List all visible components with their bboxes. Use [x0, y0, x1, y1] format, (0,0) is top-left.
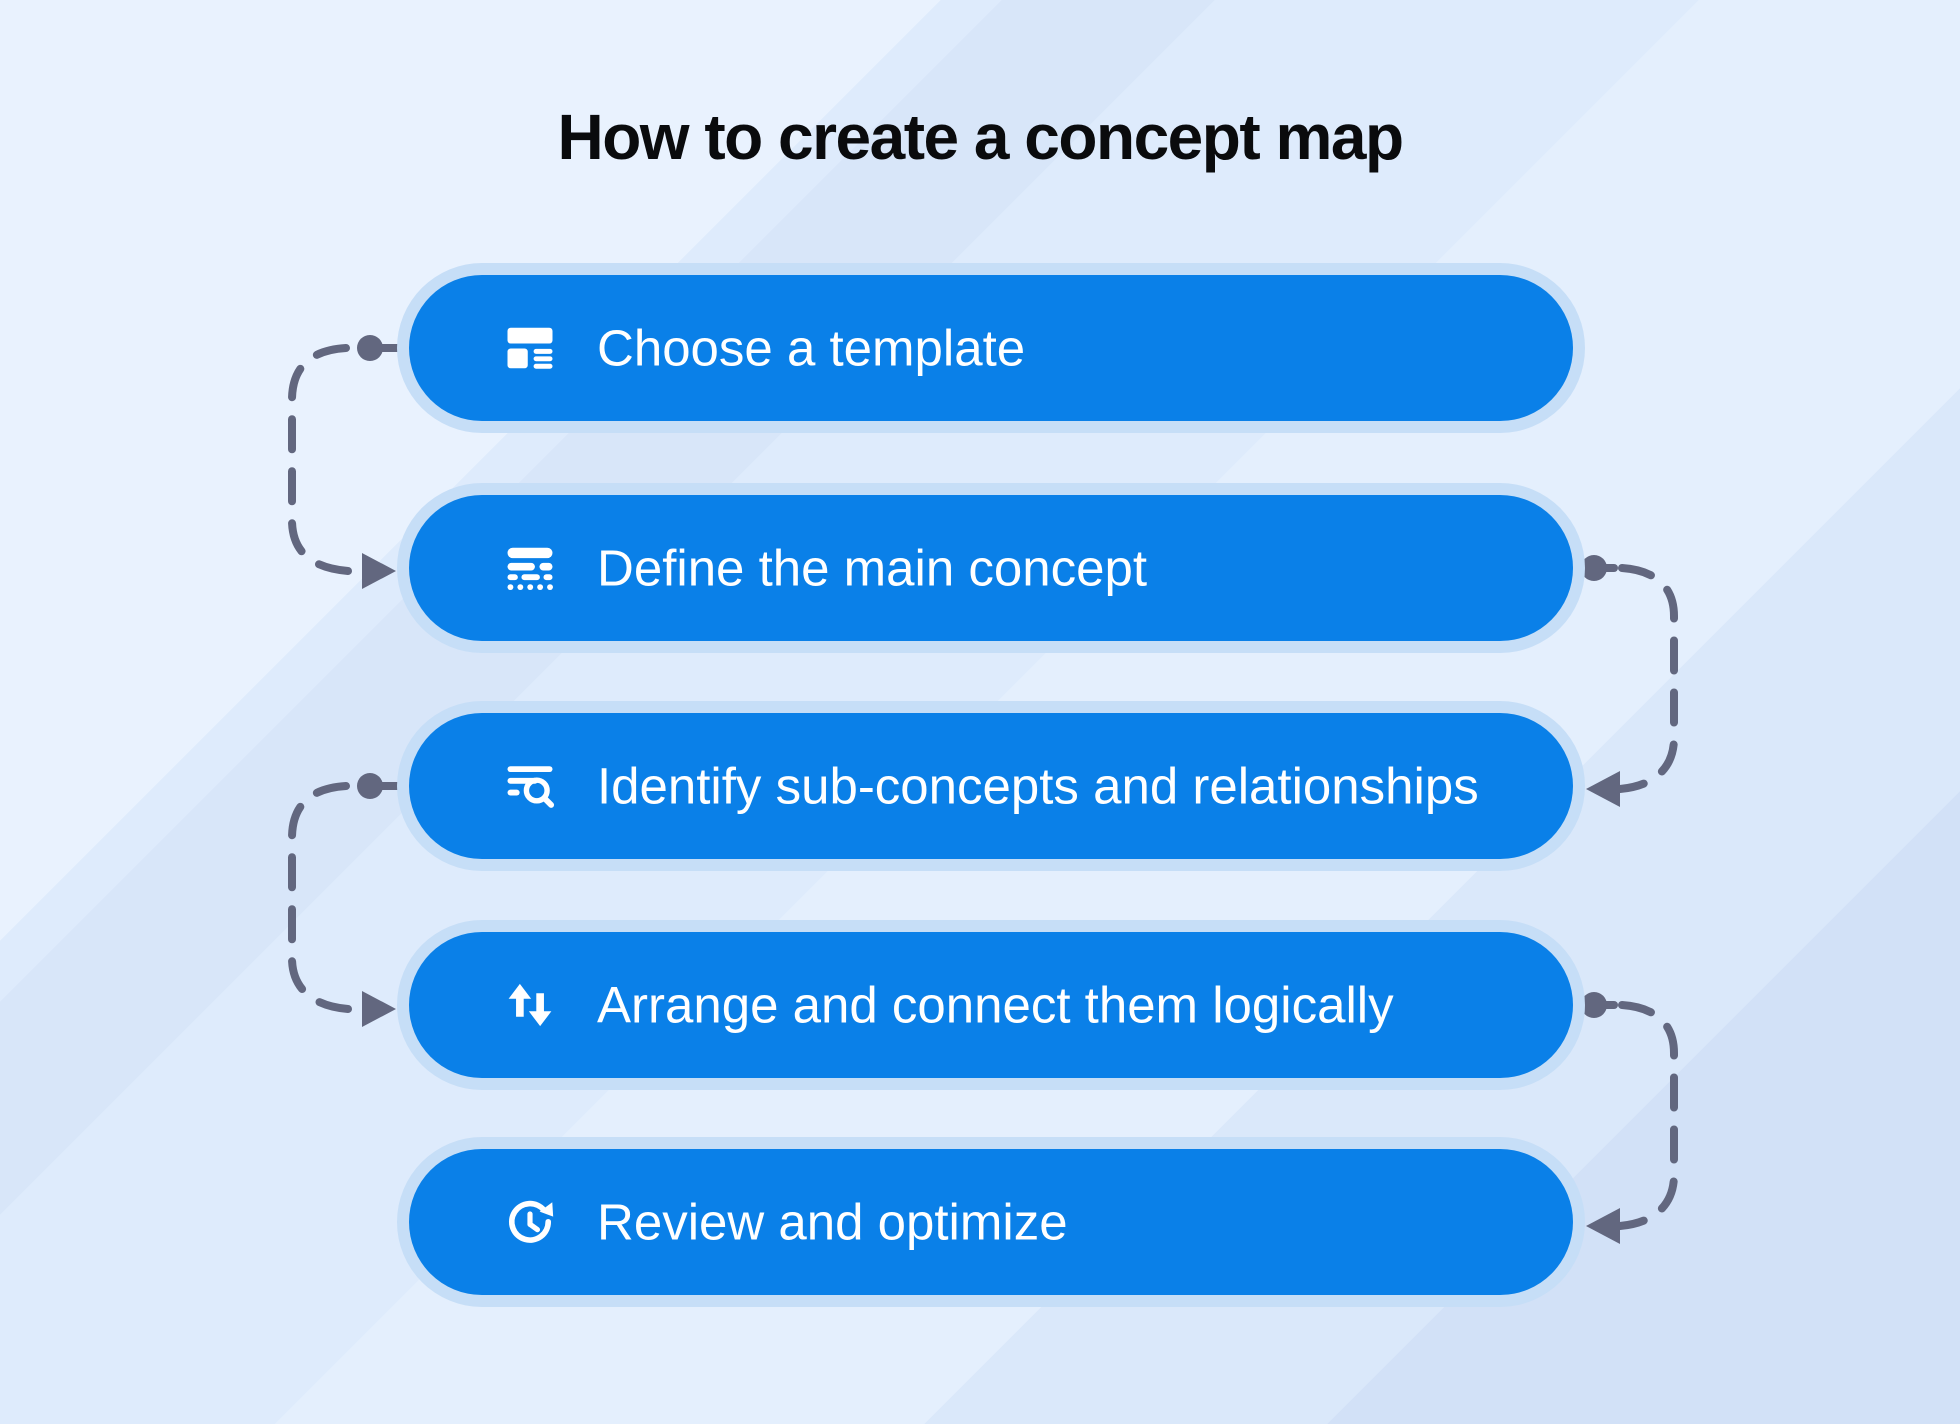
step-choose-a-template: Choose a template [409, 275, 1573, 421]
swap-vertical-arrows-icon [503, 978, 557, 1032]
text-lines-icon [503, 541, 557, 595]
connector-arrowhead [362, 553, 396, 589]
step-identify-sub-concepts: Identify sub-concepts and relationships [409, 713, 1573, 859]
connector-arrowhead [1586, 771, 1620, 807]
connector-start-dot [1581, 555, 1607, 581]
list-search-icon [503, 759, 557, 813]
connector-start-dot [357, 335, 383, 361]
step-label: Review and optimize [597, 1193, 1068, 1251]
step-define-the-main-concept: Define the main concept [409, 495, 1573, 641]
clock-refresh-icon [503, 1195, 557, 1249]
connector-arrowhead [1586, 1208, 1620, 1244]
template-layout-icon [503, 321, 557, 375]
step-label: Define the main concept [597, 539, 1147, 597]
connector-arrowhead [362, 991, 396, 1027]
step-label: Choose a template [597, 319, 1026, 377]
connector-start-dot [357, 773, 383, 799]
page-title: How to create a concept map [557, 101, 1404, 173]
step-label: Arrange and connect them logically [597, 976, 1394, 1034]
connector-start-dot [1581, 992, 1607, 1018]
step-arrange-and-connect: Arrange and connect them logically [409, 932, 1573, 1078]
step-review-and-optimize: Review and optimize [409, 1149, 1573, 1295]
step-label: Identify sub-concepts and relationships [597, 757, 1479, 815]
